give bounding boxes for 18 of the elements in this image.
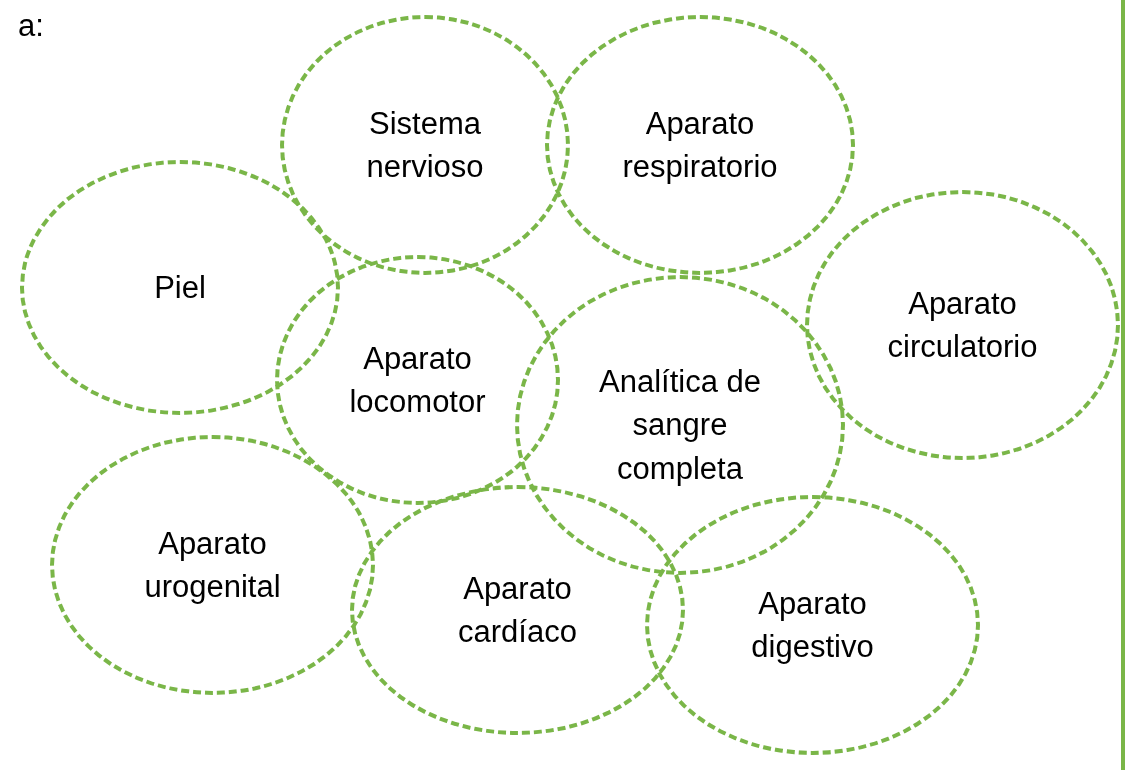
circle-label: Piel [153, 268, 207, 307]
circle-label: Aparato locomotor [348, 339, 487, 421]
panel-letter: a: [18, 8, 44, 44]
circle-label: Sistema nervioso [365, 104, 485, 186]
circle-label: Aparato respiratorio [621, 104, 779, 186]
circle-outline [545, 15, 855, 275]
circle-outline [275, 255, 560, 505]
circle-label: Aparato digestivo [750, 584, 875, 666]
circle-outline [280, 15, 570, 275]
circle-label: Analítica de sangre completa [598, 362, 762, 488]
circle-outline [350, 485, 685, 735]
circle-outline [50, 435, 375, 695]
circle-label: Aparato urogenital [143, 524, 282, 606]
circle-label: Aparato circulatorio [886, 284, 1039, 366]
circle-label: Aparato cardíaco [457, 569, 578, 651]
circle-outline [515, 275, 845, 575]
circle-outline [20, 160, 340, 415]
circle-outline [645, 495, 980, 755]
